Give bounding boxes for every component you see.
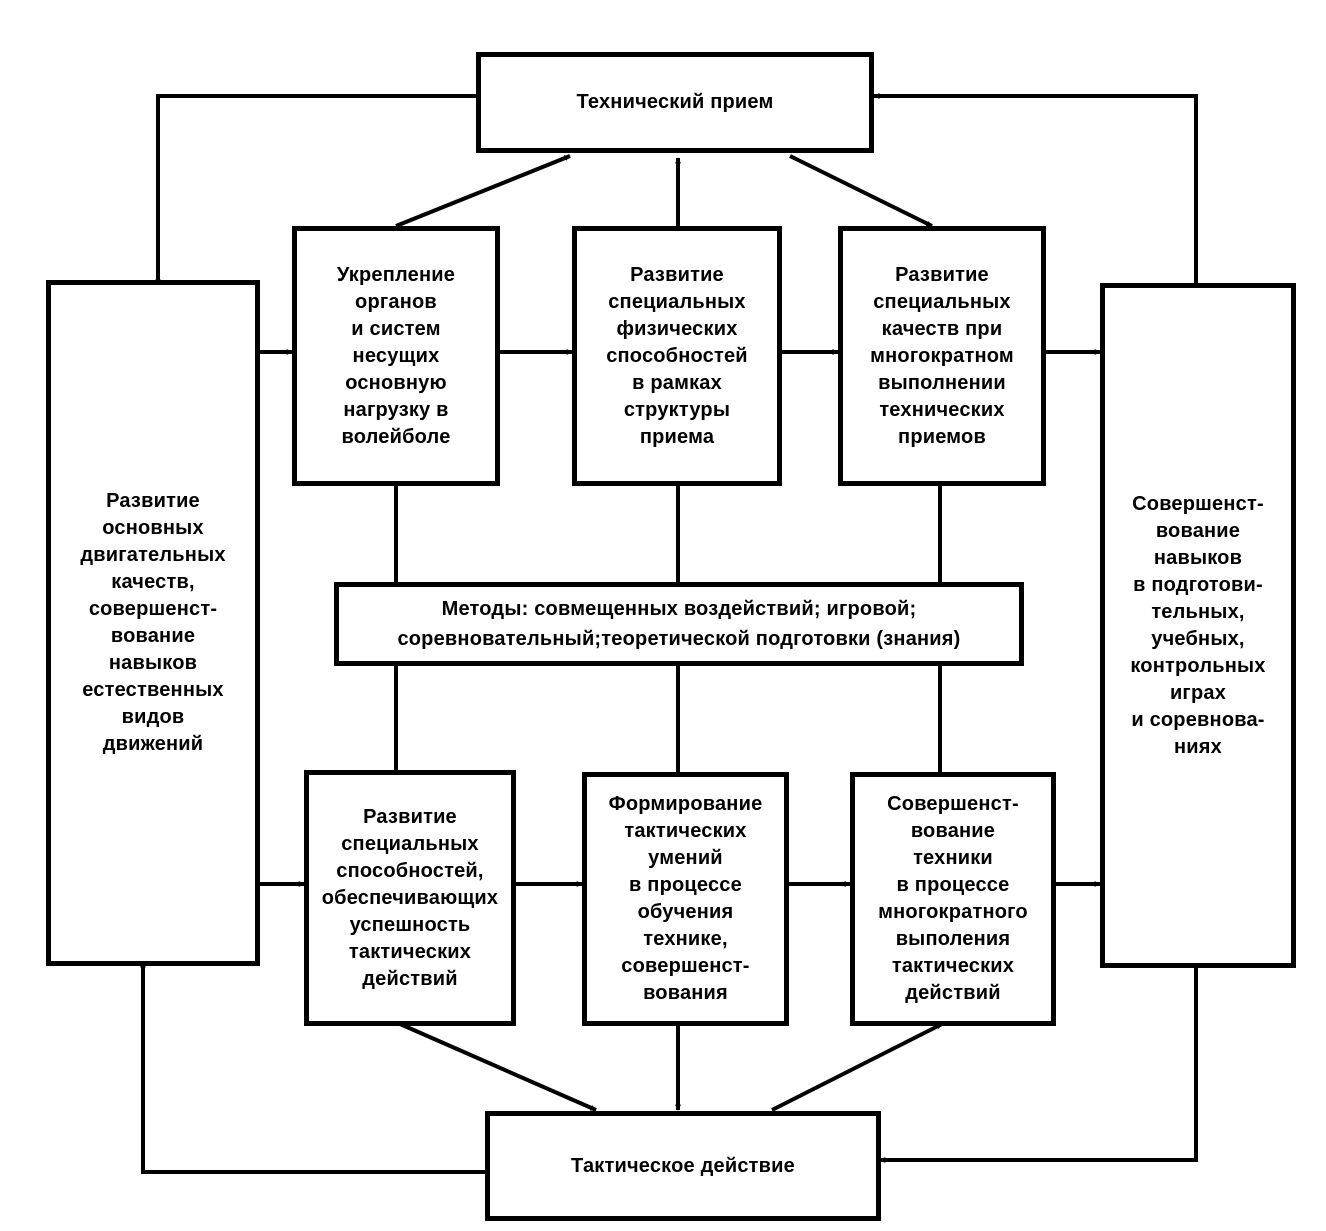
top-qualities-label: Развитие специальных качеств при многокр… [870,263,1014,448]
right-game-skills-label: Совершенст- вование навыков в подготови-… [1130,492,1266,758]
bottom-abilities-box: Развитие специальных способностей, обесп… [304,770,516,1026]
arrow-right-to-technical [873,93,1198,285]
top-physical-box: Развитие специальных физических способно… [572,226,782,486]
tactical-action-box: Тактическое действие [485,1111,881,1221]
right-game-skills-box: Совершенст- вование навыков в подготови-… [1100,283,1296,968]
methods-label: Методы: совмещенных воздействий; игровой… [397,598,961,650]
bottom-technique-box: Совершенст- вование техники в процессе м… [850,772,1056,1026]
arrow-technical-to-top3 [789,154,933,228]
tactical-action-label: Тактическое действие [571,1154,795,1177]
technical-move-box: Технический прием [476,52,874,153]
technical-move-label: Технический прием [576,91,774,113]
arrow-bot1-to-tactical [399,1022,597,1112]
bottom-tactical-skills-label: Формирование тактических умений в процес… [608,793,763,1004]
arrow-top1-to-technical [395,154,571,228]
bottom-abilities-label: Развитие специальных способностей, обесп… [321,805,499,990]
methods-box: Методы: совмещенных воздействий; игровой… [334,582,1024,666]
top-organs-label: Укрепление органов и систем несущих осно… [336,263,456,448]
arrow-technical-to-left [155,94,478,286]
top-qualities-box: Развитие специальных качеств при многокр… [838,226,1046,486]
bottom-technique-label: Совершенст- вование техники в процессе м… [878,793,1028,1004]
top-organs-box: Укрепление органов и систем несущих осно… [292,226,500,486]
left-motor-skills-label: Развитие основных двигательных качеств, … [80,490,226,755]
arrow-tactical-to-left [140,961,487,1174]
bottom-tactical-skills-box: Формирование тактических умений в процес… [582,772,789,1026]
arrow-tactical-to-bot3 [771,1022,943,1112]
top-physical-label: Развитие специальных физических способно… [606,263,748,448]
left-motor-skills-box: Развитие основных двигательных качеств, … [46,280,260,966]
arrow-right-to-tactical [879,964,1198,1163]
